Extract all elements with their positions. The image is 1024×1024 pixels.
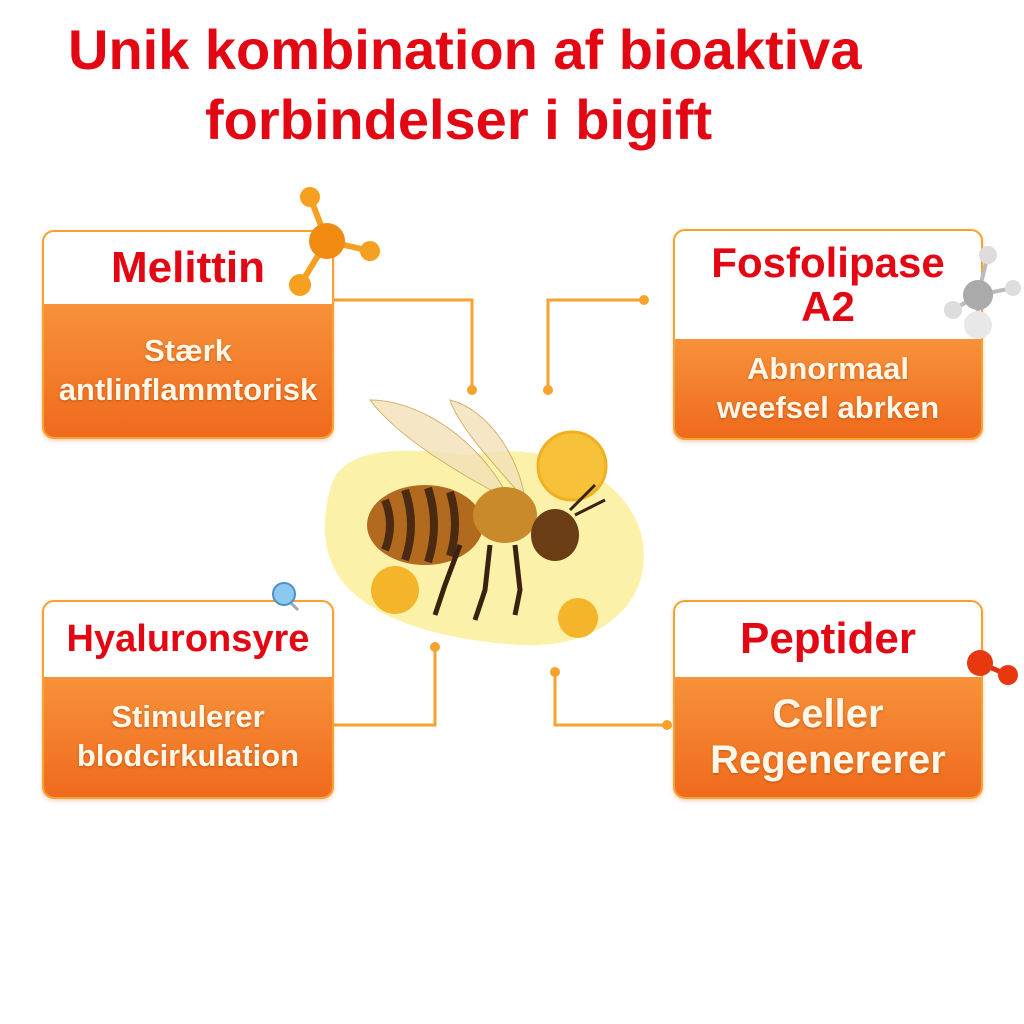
- card-peptider: Peptider Celler Regenererer: [673, 600, 983, 799]
- connector-melittin: [334, 298, 474, 390]
- card-desc-line-2: weefsel abrken: [716, 389, 940, 425]
- connector-peptider: [553, 672, 667, 727]
- title-line-1: Unik kombination af bioaktiva: [68, 18, 862, 81]
- card-desc-line-2: Regenererer: [710, 738, 946, 782]
- card-melittin: Melittin Stærk antlinflammtorisk: [42, 230, 334, 439]
- card-title-line-2: A2: [801, 283, 855, 330]
- card-desc-line-1: Celler: [772, 692, 884, 736]
- title-line-2: forbindelser i bigift: [205, 88, 713, 151]
- molecule-silver-icon: [944, 246, 1021, 339]
- card-desc-line-1: Stærk: [144, 332, 232, 368]
- bee-venom-illustration: [324, 399, 644, 646]
- card-desc-line-1: Stimulerer: [111, 699, 265, 735]
- connector-fosfolipase: [546, 298, 644, 390]
- card-hyaluronsyre: Hyaluronsyre Stimulerer blodcirkulation: [42, 600, 334, 799]
- card-title: Peptider: [739, 614, 917, 664]
- card-desc-line-1: Abnormaal: [747, 350, 909, 386]
- card-title: Hyaluronsyre: [66, 617, 310, 660]
- card-title: Melittin: [111, 242, 265, 292]
- connector-hyaluronsyre: [334, 647, 437, 727]
- molecule-blue-icon: [272, 582, 300, 612]
- molecule-red-icon: [967, 650, 1018, 685]
- card-desc-line-2: antlinflammtorisk: [58, 371, 318, 407]
- card-desc-line-2: blodcirkulation: [76, 738, 300, 773]
- card-fosfolipase-a2: Fosfolipase A2 Abnormaal weefsel abrken: [673, 229, 983, 440]
- molecule-orange-icon: [289, 187, 380, 296]
- card-title-line-1: Fosfolipase: [711, 238, 945, 286]
